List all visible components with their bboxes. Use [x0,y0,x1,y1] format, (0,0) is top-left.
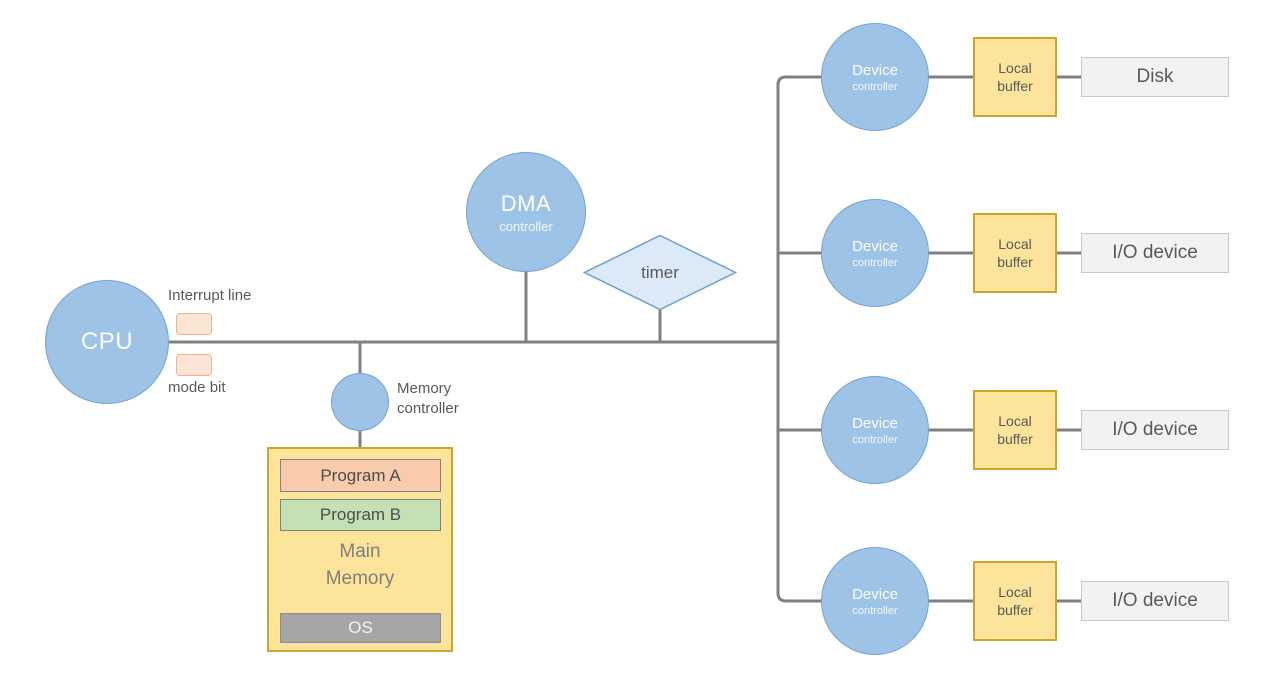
memory-controller-node [331,373,389,431]
program-a-box: Program A [280,459,441,492]
memory-controller-label-line2: controller [397,400,459,417]
dma-controller-node: DMA controller [466,152,586,272]
main-memory-label: Main Memory [269,538,451,592]
device-controller-node-4: Device controller [821,547,929,655]
device-box-disk-label: Disk [1136,66,1174,87]
local-buffer-3-label-line1: Local [998,413,1032,429]
local-buffer-1-label-line1: Local [998,60,1032,76]
cpu-node: CPU [45,280,169,404]
memory-controller-label: Memory controller [397,379,459,419]
timer-label: timer [641,262,679,282]
program-a-label: Program A [320,465,401,485]
device-controller-3-label-line1: Device [852,414,898,432]
device-controller-2-label-line1: Device [852,237,898,255]
device-box-io-3-label: I/O device [1112,590,1198,611]
local-buffer-3-label-line2: buffer [997,431,1033,447]
device-controller-node-2: Device controller [821,199,929,307]
program-b-label: Program B [319,505,402,524]
device-controller-node-3: Device controller [821,376,929,484]
device-controller-3-label-line2: controller [852,433,898,446]
timer-node: timer [582,234,738,311]
os-label: OS [348,618,373,637]
cpu-label: CPU [80,328,134,355]
main-memory-box: Program A Program B Main Memory OS [267,447,453,652]
device-box-io-3: I/O device [1081,581,1229,621]
device-box-io-2: I/O device [1081,410,1229,450]
local-buffer-2-label-line2: buffer [997,254,1033,270]
device-controller-4-label-line1: Device [852,585,898,603]
os-box: OS [280,613,441,643]
main-memory-label-line2: Memory [325,568,395,589]
device-box-io-1: I/O device [1081,233,1229,273]
local-buffer-2-label-line1: Local [998,236,1032,252]
device-box-io-1-label: I/O device [1112,242,1198,263]
local-buffer-box-4: Local buffer [973,561,1057,641]
main-memory-label-line1: Main [339,541,381,562]
local-buffer-1-label-line2: buffer [997,78,1033,94]
device-controller-node-1: Device controller [821,23,929,131]
mode-bit-tag [176,354,212,376]
device-controller-4-label-line2: controller [852,604,898,617]
dma-label-line2: controller [499,218,553,234]
program-b-box: Program B [280,499,441,531]
local-buffer-box-1: Local buffer [973,37,1057,117]
local-buffer-box-2: Local buffer [973,213,1057,293]
local-buffer-4-label-line1: Local [998,584,1032,600]
local-buffer-box-3: Local buffer [973,390,1057,470]
device-trunk-line [776,75,824,603]
interrupt-line-label: Interrupt line [168,287,252,304]
device-controller-1-label-line2: controller [852,80,898,93]
dma-label-line1: DMA [500,190,552,216]
interrupt-line-tag [176,313,212,335]
memory-controller-label-line1: Memory [397,380,452,397]
device-box-io-2-label: I/O device [1112,419,1198,440]
timer-diamond-shape [582,234,738,311]
device-controller-1-label-line1: Device [852,61,898,79]
mode-bit-label: mode bit [168,379,226,396]
device-controller-2-label-line2: controller [852,256,898,269]
local-buffer-4-label-line2: buffer [997,602,1033,618]
device-box-disk: Disk [1081,57,1229,97]
